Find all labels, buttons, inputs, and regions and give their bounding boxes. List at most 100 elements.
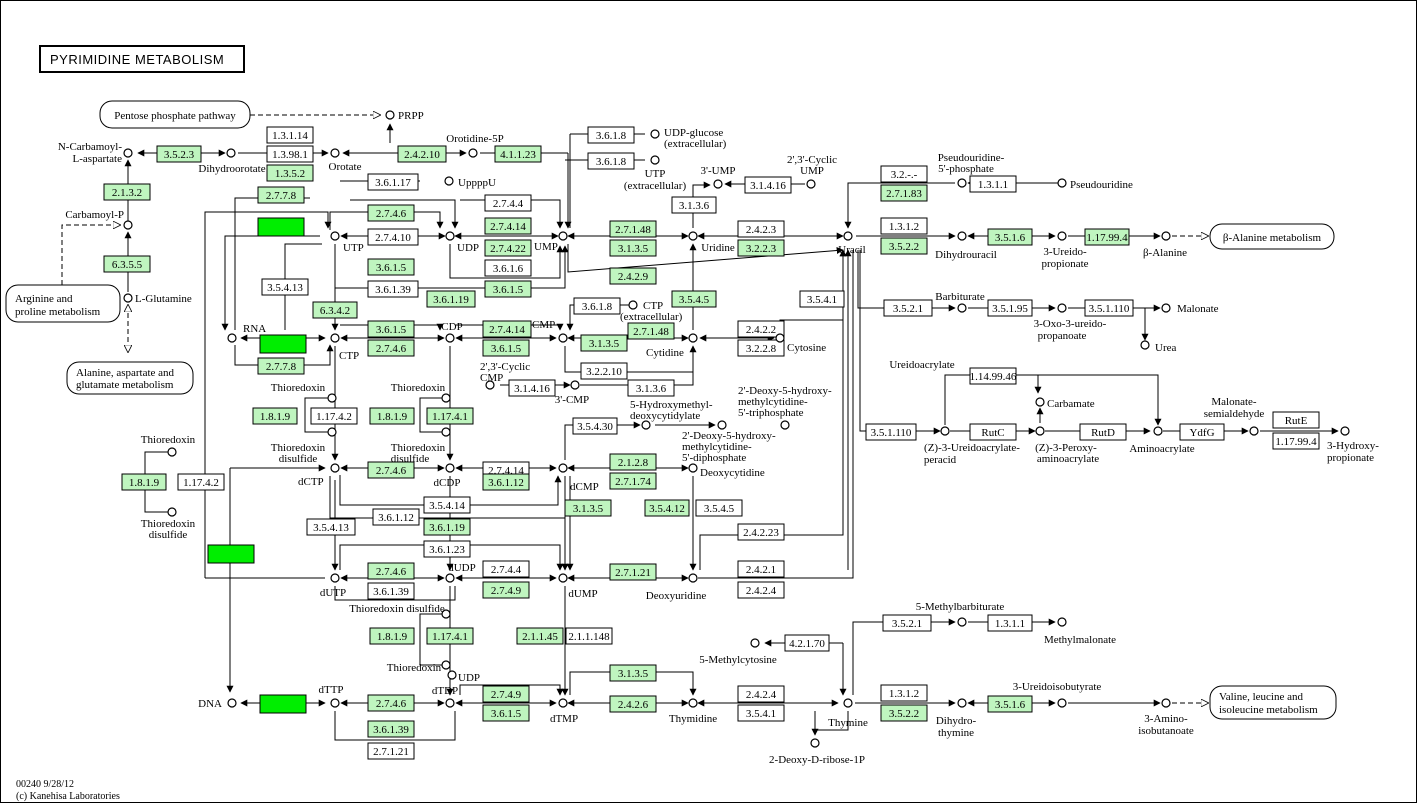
enzyme-2-4-2-9[interactable]: 2.4.2.9: [609, 267, 657, 285]
compound-methylcytosine[interactable]: [750, 638, 760, 648]
highlighted-enzyme-3[interactable]: [207, 544, 255, 564]
enzyme-3-1-3-6[interactable]: 3.1.3.6: [627, 379, 675, 397]
pathway-pentose-phosphate[interactable]: Pentose phosphate pathway: [99, 100, 251, 129]
compound-dna[interactable]: [227, 698, 237, 708]
highlighted-enzyme-4[interactable]: [259, 694, 307, 714]
compound-ureidoisobutyrate[interactable]: [1057, 698, 1067, 708]
compound-dcdp[interactable]: [445, 463, 455, 473]
compound-thioredoxin3[interactable]: [167, 447, 177, 457]
enzyme-2-7-4-10[interactable]: 2.7.4.10: [367, 228, 419, 246]
enzyme-2-7-4-4[interactable]: 2.7.4.4: [482, 560, 530, 578]
enzyme-3-6-1-12[interactable]: 3.6.1.12: [482, 473, 530, 491]
compound-urea[interactable]: [1140, 340, 1150, 350]
enzyme-2-7-4-9[interactable]: 2.7.4.9: [482, 581, 530, 599]
enzyme-2-1-2-8[interactable]: 2.1.2.8: [609, 453, 657, 471]
enzyme-1-3-1-2[interactable]: 1.3.1.2: [880, 217, 928, 235]
enzyme-3-1-3-6[interactable]: 3.1.3.6: [671, 196, 717, 214]
compound-cyclicump[interactable]: [806, 179, 816, 189]
enzyme-2-1-3-2[interactable]: 2.1.3.2: [103, 183, 151, 201]
pathway-alanine-aspartate[interactable]: Alanine, aspartate and glutamate metabol…: [66, 361, 194, 395]
enzyme-3-6-1-39[interactable]: 3.6.1.39: [367, 720, 415, 738]
enzyme-3-6-1-12[interactable]: 3.6.1.12: [372, 508, 420, 526]
compound-thioredoxin1[interactable]: [327, 393, 337, 403]
enzyme-3-6-1-8[interactable]: 3.6.1.8: [587, 126, 635, 144]
pathway-beta-alanine[interactable]: β-Alanine metabolism: [1209, 223, 1335, 250]
enzyme-3-1-3-5[interactable]: 3.1.3.5: [564, 499, 612, 517]
enzyme-1-17-99-4[interactable]: 1.17.99.4: [1272, 432, 1320, 450]
compound-thioredoxin2[interactable]: [441, 393, 451, 403]
enzyme-2-4-2-4[interactable]: 2.4.2.4: [737, 685, 785, 703]
enzyme-3-1-3-5[interactable]: 3.1.3.5: [609, 664, 657, 682]
compound-thiodisulfide3[interactable]: [167, 507, 177, 517]
enzyme-3-5-1-95[interactable]: 3.5.1.95: [987, 299, 1033, 317]
compound-udpglucose[interactable]: [650, 129, 660, 139]
enzyme-2-7-7-8[interactable]: 2.7.7.8: [257, 186, 305, 204]
compound-ncarb[interactable]: [123, 148, 133, 158]
compound-dihydroorotate[interactable]: [226, 148, 236, 158]
enzyme-2-4-2-3[interactable]: 2.4.2.3: [737, 220, 785, 238]
enzyme-RutD[interactable]: RutD: [1079, 423, 1127, 441]
compound-thiodisulfide2[interactable]: [441, 427, 451, 437]
enzyme-3-6-1-5[interactable]: 3.6.1.5: [484, 280, 532, 298]
enzyme-3-5-4-30[interactable]: 3.5.4.30: [572, 417, 618, 435]
compound-dctp[interactable]: [330, 463, 340, 473]
compound-thiodisulfide4[interactable]: [441, 609, 451, 619]
compound-rna[interactable]: [227, 333, 237, 343]
enzyme-1-17-4-1[interactable]: 1.17.4.1: [426, 627, 474, 645]
enzyme-2-1-1-45[interactable]: 2.1.1.45: [516, 627, 564, 645]
compound-methylbarbiturate[interactable]: [957, 617, 967, 627]
enzyme-1-3-1-1[interactable]: 1.3.1.1: [969, 175, 1017, 193]
compound-cytidine[interactable]: [688, 333, 698, 343]
enzyme-1-3-1-2[interactable]: 1.3.1.2: [880, 684, 928, 702]
compound-barbiturate[interactable]: [957, 303, 967, 313]
enzyme-2-1-1-148[interactable]: 2.1.1.148: [565, 627, 613, 645]
compound-dihydrouracil[interactable]: [957, 231, 967, 241]
compound-lglutamine[interactable]: [123, 293, 133, 303]
compound-utp[interactable]: [330, 231, 340, 241]
enzyme-3-5-1-6[interactable]: 3.5.1.6: [987, 228, 1033, 246]
compound-dutp[interactable]: [330, 573, 340, 583]
enzyme-1-17-4-2[interactable]: 1.17.4.2: [310, 407, 358, 425]
compound-balanine[interactable]: [1161, 231, 1171, 241]
enzyme-1-8-1-9[interactable]: 1.8.1.9: [121, 473, 167, 491]
enzyme-1-8-1-9[interactable]: 1.8.1.9: [369, 407, 415, 425]
enzyme-2-7-4-6[interactable]: 2.7.4.6: [367, 694, 415, 712]
enzyme-3-5-4-14[interactable]: 3.5.4.14: [423, 496, 471, 514]
enzyme-3-1-4-16[interactable]: 3.1.4.16: [744, 176, 792, 194]
enzyme-2-4-2-10[interactable]: 2.4.2.10: [397, 145, 447, 163]
enzyme-3-5-4-5[interactable]: 3.5.4.5: [671, 290, 717, 308]
enzyme-3-6-1-17[interactable]: 3.6.1.17: [367, 173, 419, 191]
enzyme-RutE[interactable]: RutE: [1272, 411, 1320, 429]
enzyme-2-7-4-9[interactable]: 2.7.4.9: [482, 685, 530, 703]
enzyme-2-7-4-6[interactable]: 2.7.4.6: [367, 562, 415, 580]
enzyme-2-4-2-2[interactable]: 2.4.2.2: [737, 320, 785, 338]
compound-aminoacrylate[interactable]: [1153, 426, 1163, 436]
enzyme-3-5-1-6[interactable]: 3.5.1.6: [987, 695, 1033, 713]
compound-hmdcmp[interactable]: [641, 420, 651, 430]
compound-ump[interactable]: [558, 231, 568, 241]
compound-pseudouridine5p[interactable]: [957, 178, 967, 188]
compound-cmp3[interactable]: [570, 380, 580, 390]
enzyme-2-4-2-23[interactable]: 2.4.2.23: [737, 523, 785, 541]
enzyme-2-7-1-48[interactable]: 2.7.1.48: [609, 220, 657, 238]
enzyme-2-7-4-6[interactable]: 2.7.4.6: [367, 461, 415, 479]
compound-dtmp[interactable]: [558, 698, 568, 708]
enzyme-2-4-2-6[interactable]: 2.4.2.6: [609, 695, 657, 713]
compound-prpp[interactable]: [385, 110, 395, 120]
compound-ump3[interactable]: [713, 179, 723, 189]
enzyme-1-3-98-1[interactable]: 1.3.98.1: [266, 145, 314, 163]
enzyme-3-6-1-23[interactable]: 3.6.1.23: [423, 540, 471, 558]
enzyme-2-7-1-21[interactable]: 2.7.1.21: [367, 742, 415, 760]
enzyme-3-6-1-8[interactable]: 3.6.1.8: [573, 297, 621, 315]
enzyme-2-7-1-83[interactable]: 2.7.1.83: [880, 184, 928, 202]
highlighted-enzyme-1[interactable]: [257, 217, 305, 237]
compound-orotate[interactable]: [330, 148, 340, 158]
enzyme-1-8-1-9[interactable]: 1.8.1.9: [252, 407, 298, 425]
compound-oxoureido[interactable]: [1057, 303, 1067, 313]
compound-dcmp[interactable]: [558, 463, 568, 473]
enzyme-2-7-4-22[interactable]: 2.7.4.22: [484, 239, 532, 257]
enzyme-2-7-4-14[interactable]: 2.7.4.14: [482, 320, 532, 338]
compound-thymidine[interactable]: [688, 698, 698, 708]
compound-uracil[interactable]: [843, 231, 853, 241]
enzyme-RutC[interactable]: RutC: [969, 423, 1017, 441]
